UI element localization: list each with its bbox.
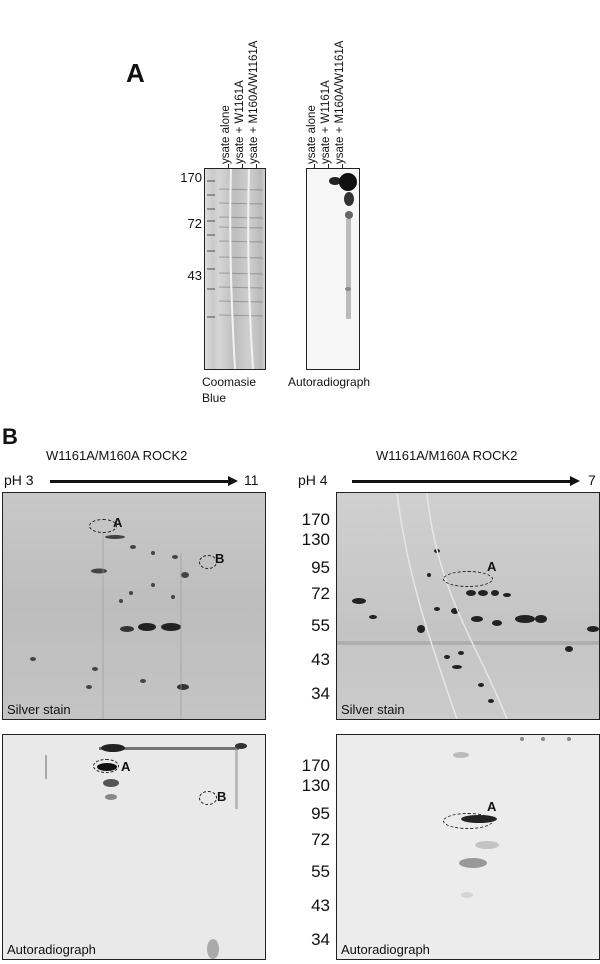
left-ph-arrow <box>50 476 238 486</box>
right-silver-mw-95: 95 <box>311 558 330 577</box>
right-autorad-mw-55: 55 <box>311 862 330 881</box>
autorad-lane-label-m160a-w1161a: Lysate + M160A/W1161A <box>334 40 346 170</box>
autorad-caption: Autoradiograph <box>288 375 371 389</box>
mw-marker-72: 72 <box>187 216 202 231</box>
autorad-bands-svg <box>329 173 357 319</box>
left-silver-spot-a-label: A <box>113 515 123 530</box>
right-silver-gel: A Silver stain <box>336 492 600 720</box>
right-silver-spot-a-label: A <box>487 559 497 574</box>
left-title: W1161A/M160A ROCK2 <box>46 448 188 463</box>
coomassie-gel <box>204 168 266 370</box>
left-autorad-gel: A B Autoradiograph <box>2 734 266 960</box>
mw-marker-43: 43 <box>187 268 202 283</box>
lane-label-lysate-alone: Lysate alone <box>220 105 232 170</box>
right-silver-mw-34: 34 <box>311 684 330 703</box>
lane-label-w1161a: Lysate + W1161A <box>234 80 246 170</box>
right-silver-mw-55: 55 <box>311 616 330 635</box>
right-autorad-mw-72: 72 <box>311 830 330 849</box>
left-ph-start: pH 3 <box>4 472 34 488</box>
right-autorad-spot-a-label: A <box>487 799 497 814</box>
left-autorad-spot-b-circle <box>199 791 217 805</box>
right-silver-caption: Silver stain <box>341 702 405 717</box>
left-silver-spot-b-circle <box>199 555 217 569</box>
right-autorad-caption: Autoradiograph <box>341 942 430 957</box>
left-silver-spot-a-circle <box>89 519 117 533</box>
autorad-lane-label-w1161a: Lysate + W1161A <box>320 80 332 170</box>
right-ph-arrow <box>352 476 580 486</box>
coomassie-bands-svg <box>207 168 264 370</box>
right-title: W1161A/M160A ROCK2 <box>376 448 518 463</box>
right-autorad-mw-95: 95 <box>311 804 330 823</box>
right-ph-start: pH 4 <box>298 472 328 488</box>
panel-a-label: A <box>126 58 145 88</box>
autorad-gel <box>306 168 360 370</box>
left-silver-spots-svg <box>30 533 189 719</box>
right-silver-spots-svg <box>337 492 599 720</box>
left-silver-caption: Silver stain <box>7 702 71 717</box>
left-autorad-spot-a-label: A <box>121 759 131 774</box>
right-autorad-mw-34: 34 <box>311 930 330 949</box>
lane-label-m160a-w1161a: Lysate + M160A/W1161A <box>248 40 260 170</box>
panel-b-label: B <box>2 424 18 449</box>
left-ph-end: 11 <box>244 472 259 488</box>
right-autorad-mw-43: 43 <box>311 896 330 915</box>
right-silver-mw-72: 72 <box>311 584 330 603</box>
right-ph-end: 7 <box>588 472 596 488</box>
right-autorad-mw-130: 130 <box>301 776 330 795</box>
left-silver-spot-b-label: B <box>215 551 225 566</box>
left-autorad-spot-a-circle <box>93 759 119 773</box>
right-silver-spot-a-circle <box>443 571 493 587</box>
right-autorad-spots-svg <box>453 737 571 898</box>
right-silver-mw-170: 170 <box>301 510 330 529</box>
left-autorad-spots-svg <box>45 743 247 959</box>
right-silver-mw-43: 43 <box>311 650 330 669</box>
coomassie-caption-line2: Blue <box>202 391 227 405</box>
left-autorad-spot-b-label: B <box>217 789 227 804</box>
left-silver-gel: A B Silver stain <box>2 492 266 720</box>
autorad-lane-label-lysate-alone: Lysate alone <box>306 105 318 170</box>
right-autorad-gel: A Autoradiograph <box>336 734 600 960</box>
left-autorad-caption: Autoradiograph <box>7 942 96 957</box>
mw-marker-170: 170 <box>180 170 202 185</box>
right-autorad-mw-170: 170 <box>301 756 330 775</box>
right-silver-mw-130: 130 <box>301 530 330 549</box>
coomassie-caption-line1: Coomasie <box>202 375 257 389</box>
right-autorad-spot-a-circle <box>443 813 493 829</box>
